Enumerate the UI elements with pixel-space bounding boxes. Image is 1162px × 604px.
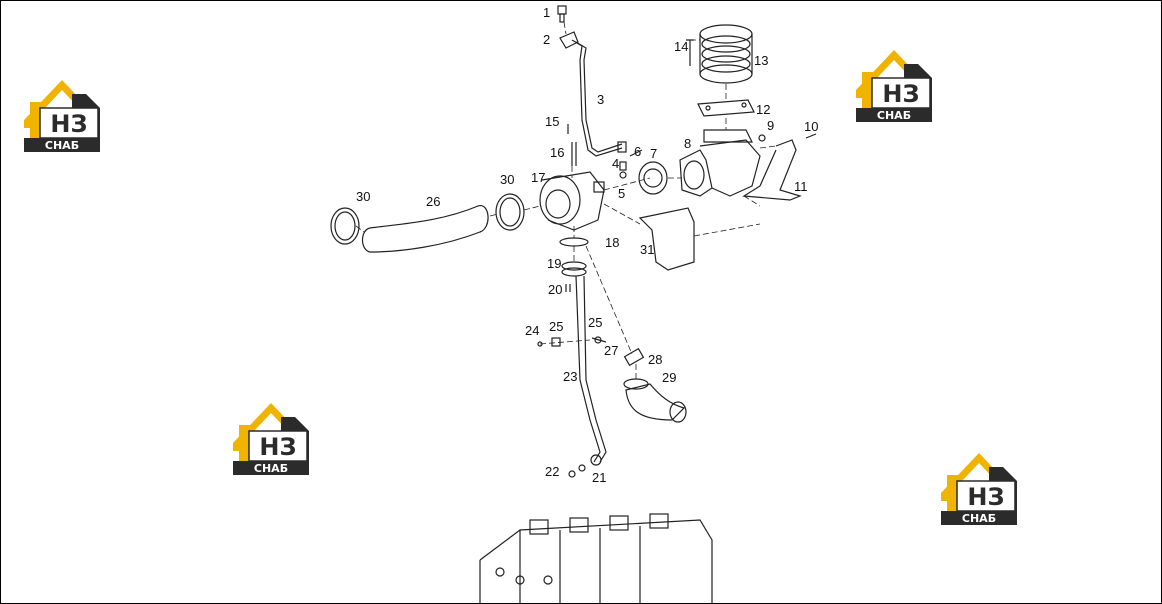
part-hose-26 <box>361 205 489 253</box>
part-elbow-2 <box>559 31 579 49</box>
callout-labels: 1 2 3 4 5 6 7 8 9 10 11 12 13 14 15 16 1… <box>356 5 818 485</box>
part-clamp-30-left <box>330 207 360 245</box>
part-drain-pipe-23 <box>575 275 607 463</box>
callout-4: 4 <box>612 156 619 171</box>
callout-13: 13 <box>754 53 768 68</box>
callout-9: 9 <box>767 118 774 133</box>
callout-10: 10 <box>804 119 818 134</box>
part-gasket-12 <box>697 99 755 117</box>
callout-15: 15 <box>545 114 559 129</box>
callout-28: 28 <box>648 352 662 367</box>
callout-14: 14 <box>674 39 688 54</box>
logo-word: СНАБ <box>962 512 996 525</box>
callout-17: 17 <box>531 170 545 185</box>
callout-25-right: 25 <box>588 315 602 330</box>
logo-middle-left: НЗ СНАБ <box>232 402 310 476</box>
callout-2: 2 <box>543 32 550 47</box>
leader-lines <box>355 21 777 380</box>
callout-3: 3 <box>597 92 604 107</box>
logo-letters: НЗ <box>967 483 1004 511</box>
logo-word: СНАБ <box>45 139 79 152</box>
callout-30-right: 30 <box>500 172 514 187</box>
callout-26: 26 <box>426 194 440 209</box>
callout-16: 16 <box>550 145 564 160</box>
logo-top-right: НЗ СНАБ <box>855 49 933 123</box>
callout-21: 21 <box>592 470 606 485</box>
part-gasket-7 <box>638 161 668 195</box>
logo-bottom-right: НЗ СНАБ <box>940 452 1018 526</box>
part-exhaust-elbow-8 <box>679 139 761 197</box>
callout-24: 24 <box>525 323 539 338</box>
callout-8: 8 <box>684 136 691 151</box>
parts-line-art <box>330 5 817 604</box>
callout-25-left: 25 <box>549 319 563 334</box>
callout-23: 23 <box>563 369 577 384</box>
callout-18: 18 <box>605 235 619 250</box>
logo-letters: НЗ <box>50 110 87 138</box>
part-heat-shield-31 <box>638 207 695 271</box>
callout-7: 7 <box>650 146 657 161</box>
part-cylinder-head <box>479 513 713 604</box>
part-bolt-1 <box>557 5 567 23</box>
part-clamp-30-right <box>495 193 525 231</box>
logo-letters: НЗ <box>882 80 919 108</box>
logo-word: СНАБ <box>254 462 288 475</box>
part-bellows-13 <box>699 24 753 84</box>
callout-27: 27 <box>604 343 618 358</box>
logo-letters: НЗ <box>259 433 296 461</box>
part-turbocharger-17 <box>539 171 605 231</box>
callout-29: 29 <box>662 370 676 385</box>
callout-5: 5 <box>618 186 625 201</box>
callout-31: 31 <box>640 242 654 257</box>
part-bracket-11 <box>742 139 802 201</box>
logo-top-left: НЗ СНАБ <box>23 79 101 153</box>
callout-20: 20 <box>548 282 562 297</box>
callout-30-left: 30 <box>356 189 370 204</box>
part-oil-pipe-3 <box>571 39 623 157</box>
callout-1: 1 <box>543 5 550 20</box>
logo-word: СНАБ <box>877 109 911 122</box>
part-elbow-29 <box>625 383 686 421</box>
callout-22: 22 <box>545 464 559 479</box>
callout-19: 19 <box>547 256 561 271</box>
callout-12: 12 <box>756 102 770 117</box>
callout-11: 11 <box>794 179 808 194</box>
callout-6: 6 <box>634 144 641 159</box>
